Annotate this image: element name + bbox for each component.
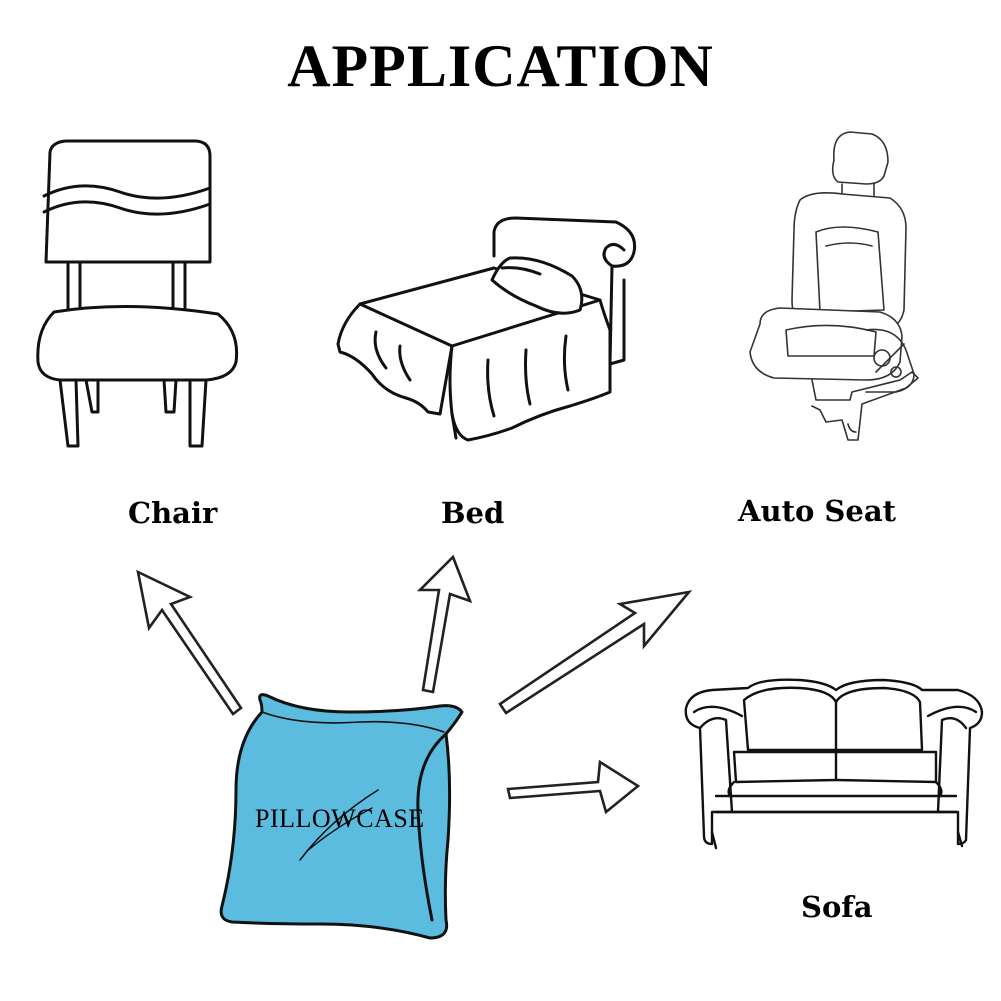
sofa-label: Sofa	[801, 890, 873, 924]
auto-seat-label: Auto Seat	[738, 494, 896, 528]
pillow-label: PILLOWCASE	[255, 804, 425, 833]
sofa-icon	[686, 680, 982, 848]
chair-icon	[38, 141, 237, 446]
page-title: APPLICATION	[287, 33, 714, 99]
bed-icon	[338, 218, 635, 440]
bed-label: Bed	[441, 496, 505, 530]
arrow-to-chair-icon	[138, 572, 241, 714]
arrow-to-auto-seat-icon	[500, 592, 689, 713]
chair-label: Chair	[128, 496, 218, 530]
arrow-to-bed-icon	[420, 557, 470, 692]
pillow-icon	[221, 695, 462, 938]
arrow-to-sofa-icon	[508, 762, 638, 812]
car-seat-icon	[750, 132, 918, 440]
